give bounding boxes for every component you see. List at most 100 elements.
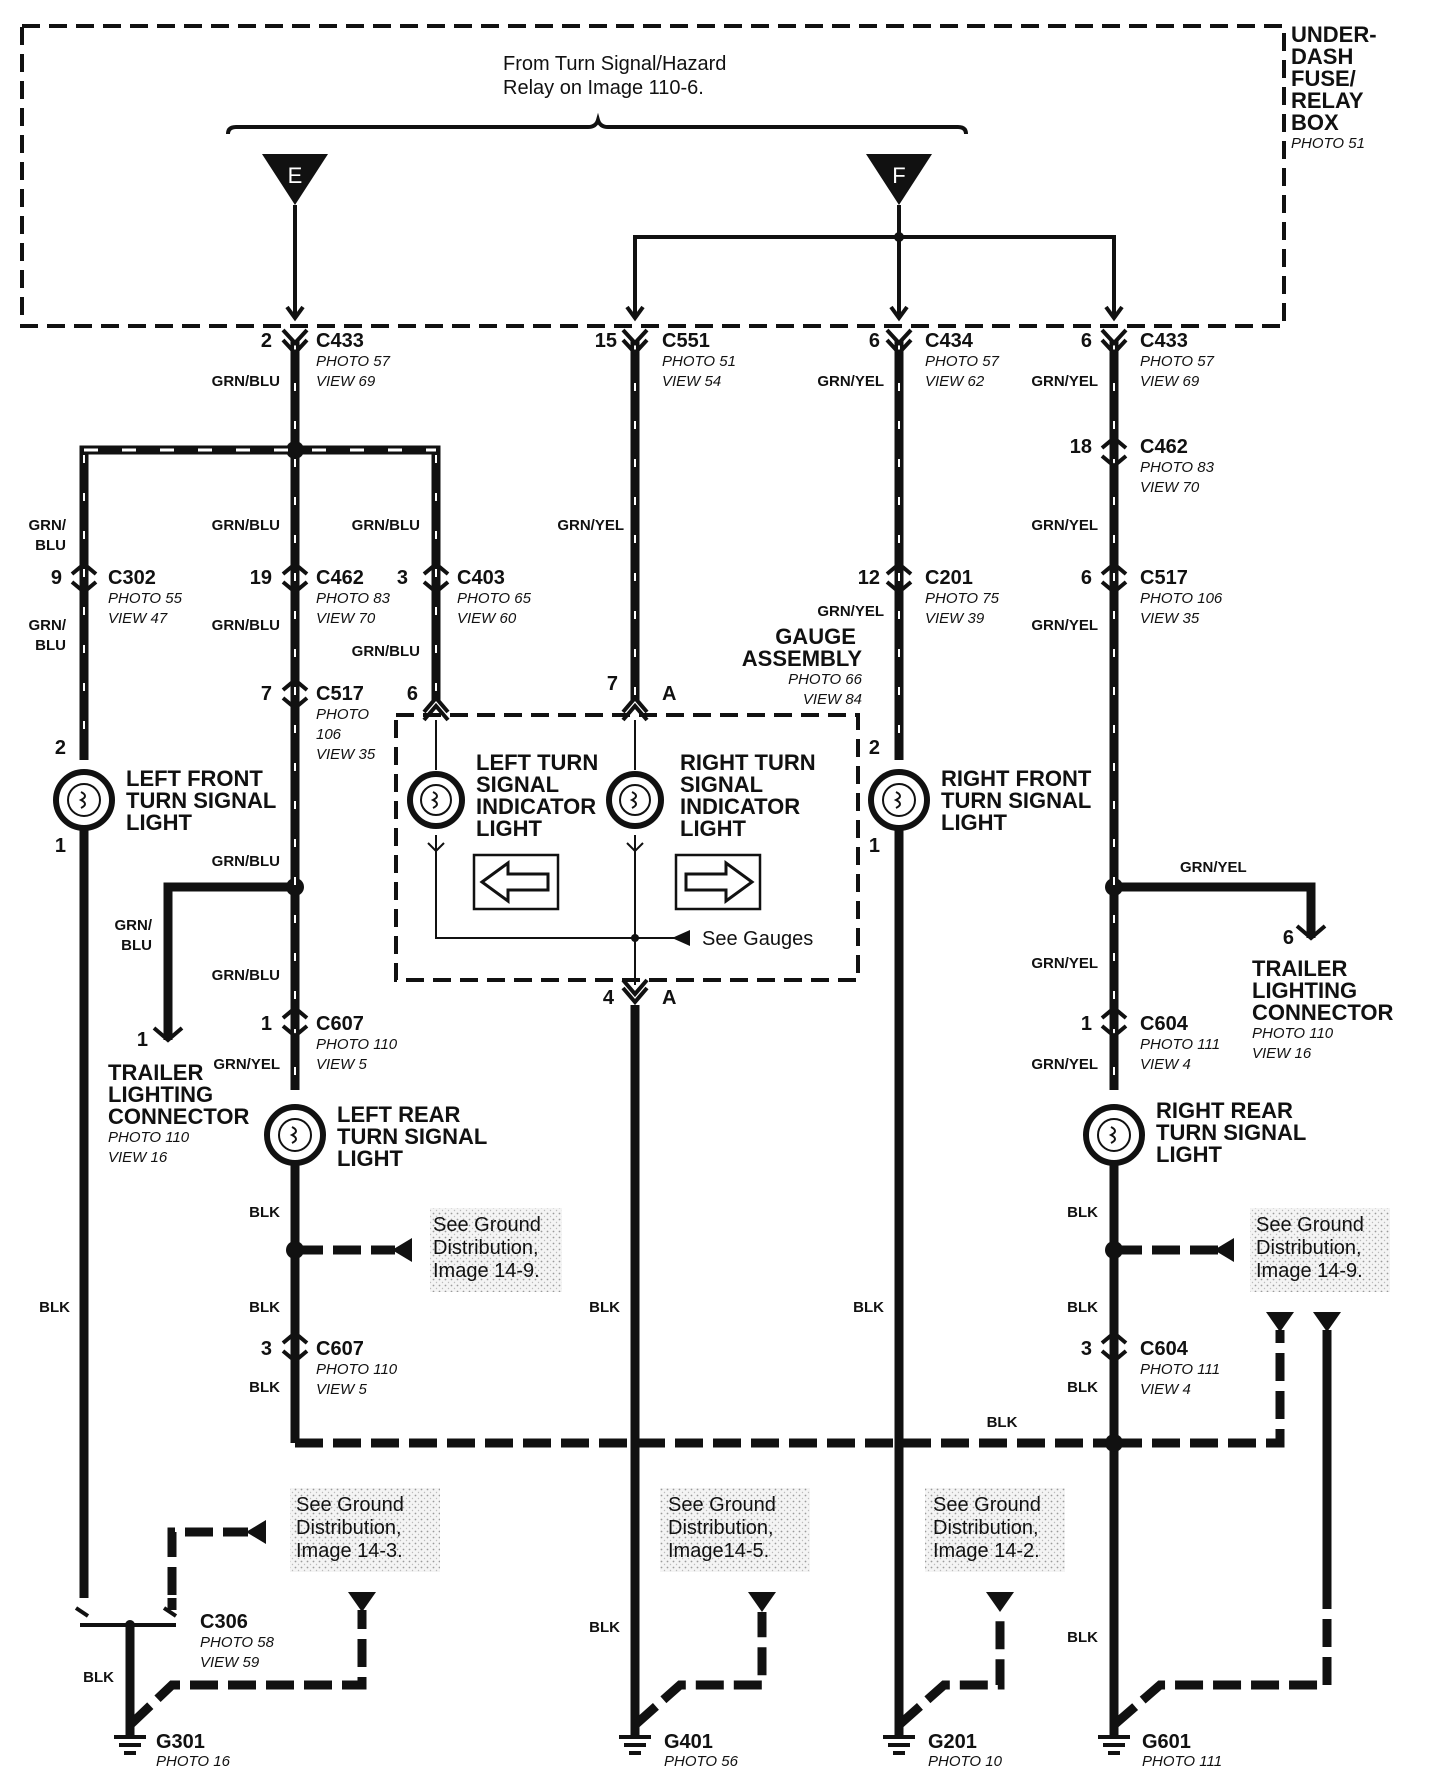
c306-photo: PHOTO 58	[200, 1634, 275, 1651]
terminal-f-marker	[866, 154, 932, 205]
trailer-right-photo: PHOTO 110	[1252, 1025, 1334, 1042]
c433b-pin: 6	[1081, 330, 1092, 352]
trailer-left-terminal	[152, 1026, 184, 1043]
wire-label: BLK	[249, 1204, 280, 1221]
wire-label: BLK	[853, 1299, 884, 1316]
right-indicator-label: RIGHT TURN SIGNAL INDICATOR LIGHT	[680, 750, 822, 841]
note-ground-14-3: See Ground Distribution, Image 14-3.	[296, 1494, 409, 1562]
g601-name: G601	[1142, 1731, 1191, 1753]
ground-arrow	[392, 1238, 412, 1262]
wire-label: GRN/BLU	[212, 517, 280, 534]
c517r-pin: 6	[1081, 567, 1092, 589]
wire-label: BLK	[589, 1619, 620, 1636]
wire-label: GRN/YEL	[557, 517, 624, 534]
note-ground-14-2: See Ground Distribution, Image 14-2.	[933, 1494, 1046, 1562]
wire-label: BLU	[121, 937, 152, 954]
gauge-photo: PHOTO 66	[788, 671, 863, 688]
relay-bracket	[226, 112, 968, 135]
trailer-right-pin: 6	[1283, 927, 1294, 949]
wire-label: BLK	[1067, 1299, 1098, 1316]
trailer-right-terminal	[1295, 924, 1327, 941]
fuse-box-title: UNDER- DASH FUSE/ RELAY BOX	[1291, 22, 1383, 135]
wire-label: BLK	[987, 1414, 1018, 1431]
ground-arrow	[1214, 1238, 1234, 1262]
left-indicator-label: LEFT TURN SIGNAL INDICATOR LIGHT	[476, 750, 604, 841]
c462l-photo: PHOTO 83	[316, 590, 391, 607]
c433b-photo: PHOTO 57	[1140, 353, 1215, 370]
ground-lead-14-3	[167, 1527, 248, 1595]
c607a-view: VIEW 5	[316, 1056, 368, 1073]
note-ground-14-9-right: See Ground Distribution, Image 14-9.	[1256, 1214, 1369, 1282]
gauge-pin: 7	[607, 673, 618, 695]
c604a-name: C604	[1140, 1013, 1189, 1035]
wire-label: GRN/BLU	[352, 643, 420, 660]
wire-label: GRN/YEL	[1031, 373, 1098, 390]
c517r-view: VIEW 35	[1140, 610, 1200, 627]
ground-lead-g601	[1111, 1598, 1332, 1729]
left-arrow-icon	[479, 860, 550, 904]
splice	[286, 878, 304, 896]
right-front-label: RIGHT FRONT TURN SIGNAL LIGHT	[941, 766, 1097, 835]
ground-arrow	[748, 1592, 776, 1612]
g401-photo: PHOTO 56	[664, 1753, 739, 1770]
terminal-e-marker	[262, 154, 328, 205]
c551-pin: 15	[595, 330, 617, 352]
right-arrow-icon	[684, 860, 755, 904]
trailer-left-view: VIEW 16	[108, 1149, 168, 1166]
c403-photo: PHOTO 65	[457, 590, 532, 607]
c302-name: C302	[108, 567, 156, 589]
wire-label: GRN/	[29, 617, 67, 634]
note-bg	[925, 1488, 1065, 1572]
wire-label: GRN/YEL	[1031, 955, 1098, 972]
ground-stems	[125, 1720, 1119, 1737]
right-indicator-bulb	[606, 771, 664, 829]
wire-label: BLK	[83, 1669, 114, 1686]
g201-photo: PHOTO 10	[928, 1753, 1003, 1770]
left-rear-label: LEFT REAR TURN SIGNAL LIGHT	[337, 1102, 493, 1171]
g201-name: G201	[928, 1731, 977, 1753]
ground-lead-bus-up	[1114, 1330, 1285, 1448]
c604b-name: C604	[1140, 1338, 1189, 1360]
c517r-photo: PHOTO 106	[1140, 590, 1223, 607]
wire-grn-blu-trailer	[163, 882, 295, 1040]
note-bg	[1250, 1208, 1390, 1292]
wire-label: GRN/YEL	[1031, 517, 1098, 534]
right-front-light	[868, 769, 930, 831]
c604a-view: VIEW 4	[1140, 1056, 1191, 1073]
c403-pin: 3	[397, 567, 408, 589]
right-front-pin: 1	[869, 835, 880, 857]
note-ground-14-5: See Ground Distribution, Image14-5.	[668, 1494, 781, 1562]
wire-label: BLK	[249, 1379, 280, 1396]
c462l-pin: 19	[250, 567, 272, 589]
c434-photo: PHOTO 57	[925, 353, 1000, 370]
gauge-view: VIEW 84	[803, 691, 862, 708]
wire-stripes	[83, 345, 1115, 1085]
note-ground-14-9-left: See Ground Distribution, Image 14-9.	[433, 1214, 546, 1282]
c462r-pin: 18	[1070, 436, 1092, 458]
ground-symbols	[114, 1735, 1130, 1755]
c517l-photo: PHOTO	[316, 706, 369, 723]
c201-photo: PHOTO 75	[925, 590, 1000, 607]
wire-label: GRN/BLU	[212, 617, 280, 634]
gauge-title: GAUGE ASSEMBLY	[742, 624, 863, 671]
wire-label: GRN/BLU	[212, 373, 280, 390]
c433a-photo: PHOTO 57	[316, 353, 391, 370]
c517l-pin: 7	[261, 683, 272, 705]
ground-lead-g401	[632, 1612, 767, 1729]
c306-name: C306	[200, 1611, 248, 1633]
c462r-name: C462	[1140, 436, 1188, 458]
ground-arrow	[1313, 1312, 1341, 1332]
trailer-left-label: TRAILER LIGHTING CONNECTOR	[108, 1060, 249, 1129]
feed-f-branch	[633, 235, 1116, 315]
ground-arrow	[246, 1520, 266, 1544]
wire-label: GRN/	[115, 917, 153, 934]
connector-chevrons	[70, 328, 1128, 1364]
right-front-pin: 2	[869, 737, 880, 759]
c201-view: VIEW 39	[925, 610, 985, 627]
c306-chevrons	[74, 1606, 178, 1618]
c517l-photo-number: 106	[316, 726, 342, 743]
wire-label: GRN/YEL	[1031, 617, 1098, 634]
wire-label: GRN/YEL	[817, 603, 884, 620]
wire-label: BLK	[1067, 1204, 1098, 1221]
